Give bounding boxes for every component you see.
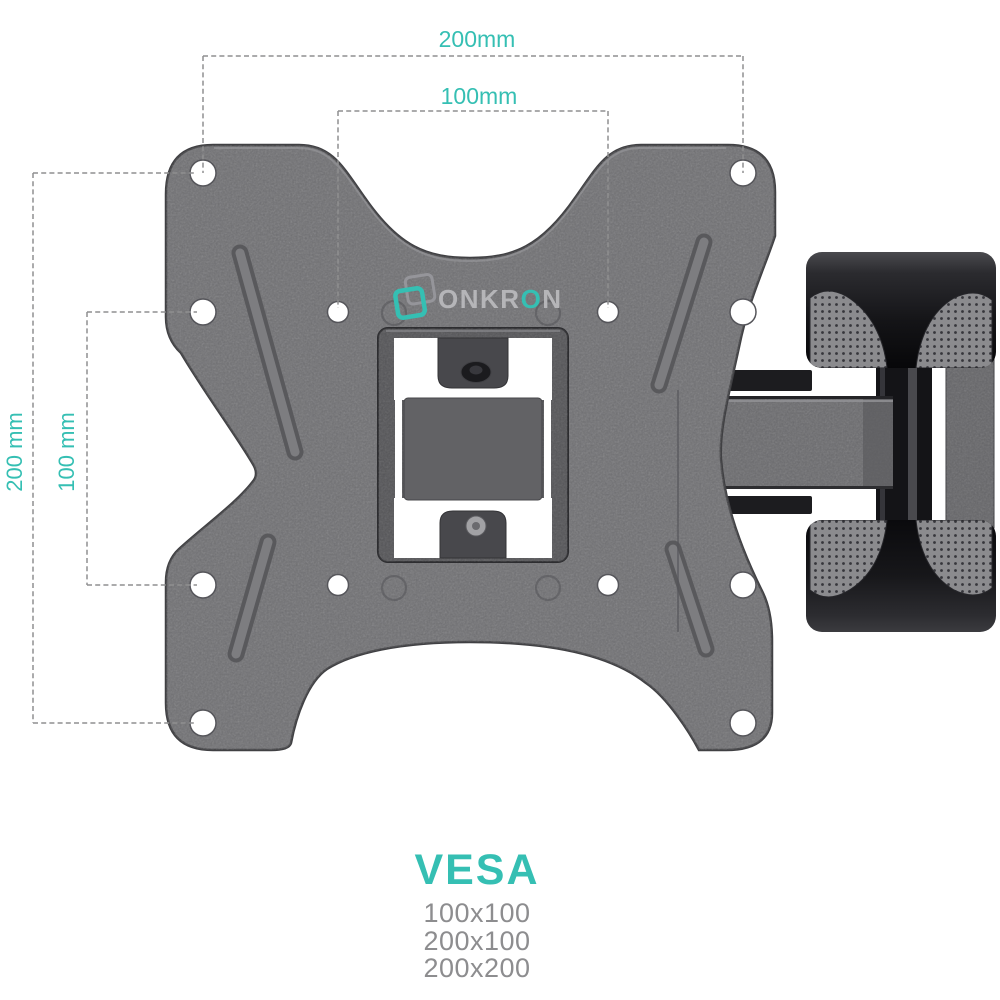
dimension-labels: 200mm 100mm 200 mm 100 mm — [2, 26, 517, 492]
dim-label-100mm-top: 100mm — [441, 83, 518, 109]
arm-link-edge — [908, 356, 917, 532]
tilt-mechanism — [377, 327, 569, 563]
wall-mount-bottom-cap — [806, 520, 996, 632]
top-cap-grip-right — [915, 292, 993, 368]
hole-200-bottom-right — [729, 709, 757, 737]
tilt-slit-left — [395, 398, 402, 498]
hole-100-upper-left — [326, 300, 350, 324]
hole-100-upper-right — [596, 300, 620, 324]
swivel-arm — [715, 396, 893, 489]
brand-logo: ONKRON — [393, 273, 563, 320]
swivel-arm-bottom-edge — [715, 486, 893, 489]
bottom-cap-grip-right — [915, 520, 993, 596]
hole-outer-lower-right — [729, 571, 757, 599]
bottom-cap-grip-left — [809, 520, 888, 598]
bottom-cap-grip-patches — [809, 520, 993, 598]
tilt-bottom-nut-center — [472, 522, 480, 530]
vesa-title: VESA — [414, 846, 539, 894]
hole-200-bottom-left — [189, 709, 217, 737]
top-cap-grip-left — [809, 290, 888, 368]
tilt-slit-right — [544, 398, 551, 498]
tilt-center-plate — [403, 397, 543, 501]
dim-label-100mm-left: 100 mm — [54, 412, 79, 491]
swivel-arm-top-highlight — [715, 400, 893, 402]
wall-mount-top-cap — [806, 252, 996, 368]
logo-wordmark: ONKRON — [438, 284, 563, 314]
top-cap-grip-patches — [809, 290, 993, 368]
logo-cube-icon — [393, 273, 437, 320]
vesa-size-200x200: 200x200 — [423, 953, 530, 983]
tilt-top-bolt-center — [469, 365, 483, 375]
wall-plate-column-texture — [946, 358, 994, 528]
dimension-lines — [32, 55, 744, 724]
hole-100-lower-left — [326, 573, 350, 597]
vesa-caption: VESA 100x100 200x100 200x200 — [414, 846, 539, 983]
vesa-size-200x100: 200x100 — [423, 926, 530, 956]
hole-100-lower-right — [596, 573, 620, 597]
dim-label-200mm-top: 200mm — [439, 26, 516, 52]
hole-outer-upper-right — [729, 298, 757, 326]
swivel-arm-shade — [863, 397, 893, 488]
plate-top-edge-highlight — [214, 147, 726, 263]
dim-label-200mm-left: 200 mm — [2, 412, 27, 491]
vesa-size-100x100: 100x100 — [423, 898, 530, 928]
stamped-rings — [380, 299, 562, 602]
swivel-arm-top-edge — [715, 396, 893, 399]
